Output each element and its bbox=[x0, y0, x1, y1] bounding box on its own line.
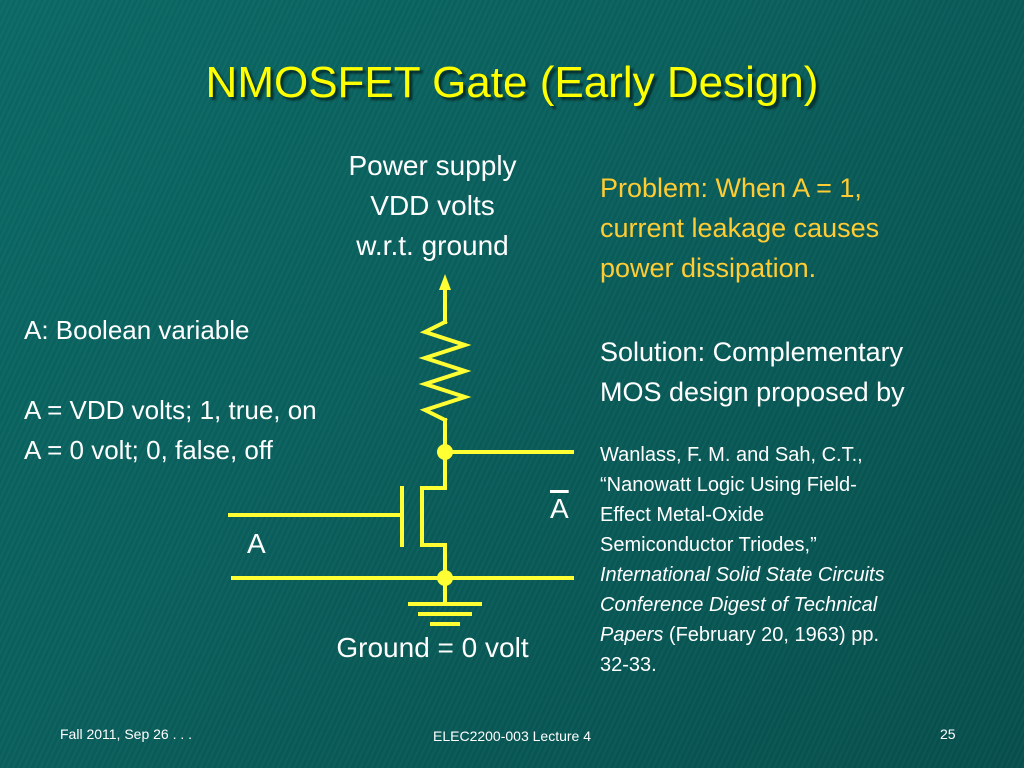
solution-line: MOS design proposed by bbox=[600, 377, 905, 407]
citation-line: Wanlass, F. M. and Sah, C.T., bbox=[600, 444, 863, 466]
power-supply-line: Power supply bbox=[348, 150, 517, 181]
solution-text: Solution: Complementary MOS design propo… bbox=[600, 332, 905, 412]
citation-rest: (February 20, 1963) pp. bbox=[663, 624, 880, 646]
power-supply-line: VDD volts bbox=[370, 190, 495, 221]
output-node-dot bbox=[437, 444, 453, 460]
citation-line: Effect Metal-Oxide bbox=[600, 504, 765, 526]
citation-line: Papers (February 20, 1963) pp. bbox=[600, 620, 885, 650]
citation-text: Wanlass, F. M. and Sah, C.T., “Nanowatt … bbox=[600, 440, 885, 680]
footer-date: Fall 2011, Sep 26 . . . bbox=[60, 726, 193, 742]
citation-italic: Papers bbox=[600, 624, 664, 646]
footer-course: ELEC2200-003 Lecture 4 bbox=[433, 728, 591, 744]
citation-line: “Nanowatt Logic Using Field- bbox=[600, 474, 857, 496]
problem-line: Problem: When A = 1, bbox=[600, 173, 862, 203]
ground-node-dot bbox=[437, 570, 453, 586]
citation-line: 32-33. bbox=[600, 654, 657, 676]
resistor-symbol bbox=[418, 319, 472, 423]
input-a-label: A bbox=[247, 528, 266, 559]
citation-line: Semiconductor Triodes,” bbox=[600, 534, 817, 556]
power-supply-line: w.r.t. ground bbox=[356, 230, 509, 261]
citation-line: Conference Digest of Technical bbox=[600, 594, 878, 616]
slide-title: NMOSFET Gate (Early Design) bbox=[205, 58, 819, 107]
boolean-line: A = VDD volts; 1, true, on bbox=[24, 395, 317, 425]
solution-line: Solution: Complementary bbox=[600, 337, 904, 367]
problem-line: power dissipation. bbox=[600, 253, 817, 283]
output-a-bar-label: A bbox=[550, 493, 569, 524]
citation-line: International Solid State Circuits bbox=[600, 564, 885, 586]
boolean-line: A: Boolean variable bbox=[24, 315, 250, 345]
boolean-line: A = 0 volt; 0, false, off bbox=[24, 435, 273, 465]
problem-line: current leakage causes bbox=[600, 213, 880, 243]
problem-text: Problem: When A = 1, current leakage cau… bbox=[600, 168, 879, 288]
boolean-variable-text: A: Boolean variable A = VDD volts; 1, tr… bbox=[24, 310, 317, 470]
ground-label: Ground = 0 volt bbox=[336, 632, 529, 663]
power-supply-label: Power supply VDD volts w.r.t. ground bbox=[320, 146, 545, 266]
supply-arrow-icon bbox=[439, 274, 451, 290]
footer-page-number: 25 bbox=[940, 726, 956, 742]
